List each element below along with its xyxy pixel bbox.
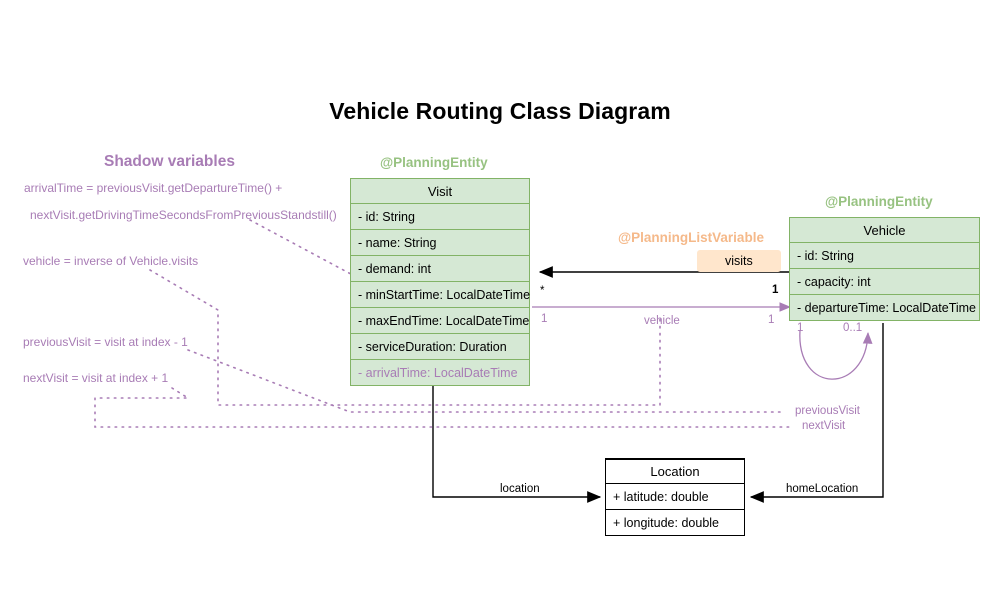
class-name-visit: Visit: [427, 183, 453, 199]
attribute-visit-minstarttime: - minStartTime: LocalDateTime: [351, 281, 530, 307]
attribute-visit-serviceduration: - serviceDuration: Duration: [351, 333, 529, 359]
association-label-nextvisit: nextVisit: [802, 420, 846, 432]
stereotype-visit: @PlanningEntity: [380, 155, 488, 170]
multiplicity-visits-target: *: [540, 285, 545, 297]
association-vehicle-self-loop: [799, 329, 873, 380]
attribute-location-longitude: + longitude: double: [606, 509, 744, 535]
shadow-note-previousvisit: previousVisit = visit at index - 1: [23, 335, 188, 349]
attribute-visit-name: - name: String: [351, 229, 529, 255]
attribute-visit-maxendtime: - maxEndTime: LocalDateTime: [351, 307, 529, 333]
class-box-location[interactable]: Location + latitude: double + longitude:…: [605, 458, 745, 536]
association-label-location: location: [500, 483, 540, 495]
shadow-note-vehicle: vehicle = inverse of Vehicle.visits: [23, 254, 199, 268]
class-box-vehicle[interactable]: Vehicle - id: String - capacity: int - d…: [789, 217, 980, 321]
association-location: [432, 383, 602, 503]
attribute-visit-arrivaltime: - arrivalTime: LocalDateTime: [351, 359, 529, 385]
multiplicity-vehicle-self-source: 1: [797, 322, 804, 334]
shadow-connector-vehicle: [149, 269, 661, 406]
attribute-visit-demand: - demand: int: [351, 255, 529, 281]
attribute-vehicle-departuretime: - departureTime: LocalDateTime: [790, 294, 979, 320]
stereotype-vehicle: @PlanningEntity: [825, 194, 933, 209]
shadow-connector-previousvisit: [187, 349, 781, 413]
association-label-homelocation: homeLocation: [786, 483, 859, 495]
association-label-vehicle: vehicle: [644, 315, 680, 327]
attribute-visit-id: - id: String: [351, 203, 529, 229]
class-name-location: Location: [606, 459, 744, 483]
shadow-note-arrivaltime-1: arrivalTime = previousVisit.getDeparture…: [24, 181, 283, 195]
multiplicity-vehicle-target: 1: [768, 314, 775, 326]
multiplicity-vehicle-source: 1: [541, 313, 548, 325]
shadow-note-nextvisit: nextVisit = visit at index + 1: [23, 371, 169, 385]
multiplicity-vehicle-self-target: 0..1: [843, 322, 863, 334]
stereotype-planninglistvariable: @PlanningListVariable: [618, 230, 764, 245]
page-title: Vehicle Routing Class Diagram: [329, 98, 671, 124]
shadow-note-arrivaltime-2: nextVisit.getDrivingTimeSecondsFromPrevi…: [30, 208, 337, 222]
attribute-vehicle-capacity: - capacity: int: [790, 268, 979, 294]
association-label-visits: visits: [697, 250, 781, 272]
multiplicity-visits-source: 1: [772, 284, 779, 296]
association-home-location: [749, 323, 884, 503]
attribute-location-latitude: + latitude: double: [606, 483, 744, 509]
class-name-vehicle: Vehicle: [863, 222, 906, 238]
association-label-previousvisit: previousVisit: [795, 405, 860, 417]
shadow-connector-nextvisit: [94, 387, 791, 428]
attribute-vehicle-id: - id: String: [790, 242, 979, 268]
shadow-variables-heading: Shadow variables: [104, 153, 235, 170]
class-box-visit[interactable]: Visit - id: String - name: String - dema…: [350, 178, 530, 386]
